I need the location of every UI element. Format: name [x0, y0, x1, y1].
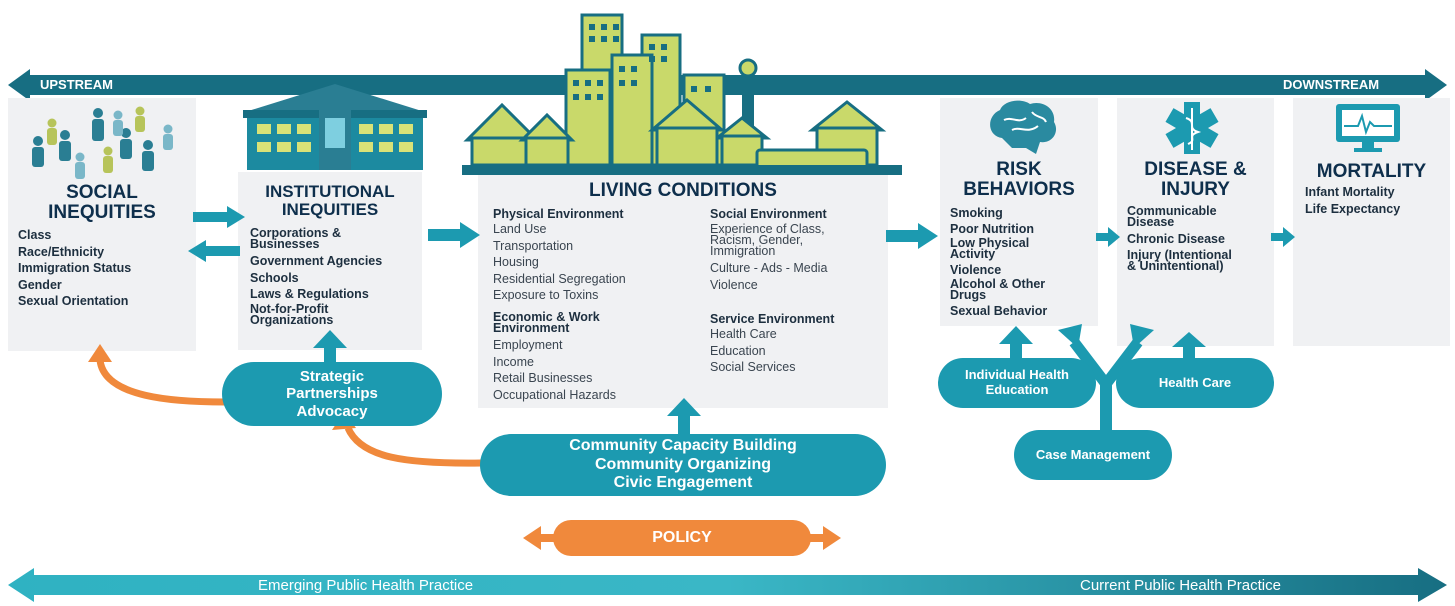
forked-arrow-case-management — [1058, 324, 1154, 442]
arrow-up-to-living — [667, 398, 701, 438]
list-item: Transportation — [493, 238, 574, 253]
list-item: Retail Businesses — [493, 371, 593, 385]
people-icon — [32, 106, 173, 179]
disease-injury-title: DISEASE & INJURY — [1144, 159, 1247, 200]
city-skyline-icon — [462, 13, 902, 175]
list-item: Injury (Intentional & Unintentional) — [1127, 247, 1232, 273]
list-item: Violence — [950, 263, 1002, 277]
list-item: Violence — [710, 277, 758, 292]
list-item: Smoking — [950, 206, 1003, 220]
list-item: Schools — [250, 270, 299, 285]
mortality-list: Infant Mortality Life Expectancy — [1305, 185, 1400, 218]
arrow-up-to-institutional — [313, 330, 347, 366]
list-item: Employment — [493, 338, 563, 352]
list-item: Government Agencies — [250, 254, 383, 268]
list-item: Class — [18, 228, 52, 242]
strategic-partnerships-pill: Strategic Partnerships Advocacy — [222, 362, 442, 426]
section-heading: Service Environment — [710, 312, 835, 326]
brain-icon — [990, 100, 1057, 154]
social-inequities-title: SOCIAL INEQUITIES — [48, 182, 156, 223]
list-item: Poor Nutrition — [950, 222, 1035, 236]
arrow-institutional-to-social — [188, 240, 240, 262]
list-item: Culture - Ads - Media — [710, 261, 828, 275]
orange-arrow-to-social — [88, 344, 226, 406]
economic-environment-list: Economic & Work Environment Employment I… — [493, 310, 616, 403]
policy-pill: POLICY — [553, 520, 811, 556]
social-environment-list: Social Environment Experience of Class, … — [710, 208, 827, 293]
arrow-up-to-risk — [999, 326, 1033, 364]
social-inequities-list: Class Race/Ethnicity Immigration Status … — [18, 228, 131, 311]
list-item: Social Services — [710, 360, 796, 374]
institutional-inequities-panel — [238, 172, 422, 350]
arrow-institutional-to-living — [428, 222, 480, 248]
list-item: Race/Ethnicity — [18, 244, 105, 259]
list-item: Gender — [18, 277, 62, 292]
physical-environment-list: Physical Environment Land Use Transporta… — [493, 208, 626, 304]
list-item: Education — [710, 343, 766, 358]
emerging-practice-label: Emerging Public Health Practice — [258, 577, 474, 594]
living-conditions-panel — [478, 168, 888, 408]
individual-health-education-pill: Individual Health Education — [938, 358, 1096, 408]
arrow-risk-to-disease — [1096, 227, 1120, 247]
arrow-up-to-disease — [1172, 332, 1206, 360]
list-item: Occupational Hazards — [493, 387, 616, 402]
disease-injury-list: Communicable Disease Chronic Disease Inj… — [1127, 204, 1232, 273]
list-item: Life Expectancy — [1305, 201, 1401, 216]
section-heading: Physical Environment — [493, 207, 624, 221]
upstream-label: UPSTREAM — [40, 77, 113, 92]
institutional-inequities-title: INSTITUTIONAL INEQUITIES — [265, 182, 395, 219]
arrow-living-to-risk — [886, 223, 938, 249]
section-heading: Economic & Work Environment — [493, 310, 600, 335]
list-item: Housing — [493, 255, 539, 269]
list-item: Low Physical Activity — [950, 236, 1030, 261]
list-item: Immigration Status — [18, 261, 132, 275]
list-item: Infant Mortality — [1305, 185, 1395, 199]
list-item: Land Use — [493, 222, 547, 236]
service-environment-list: Service Environment Health Care Educatio… — [710, 313, 834, 376]
list-item: Exposure to Toxins — [493, 288, 599, 302]
list-item: Chronic Disease — [1127, 232, 1225, 246]
list-item: Corporations & Businesses — [250, 226, 341, 251]
list-item: Alcohol & Other Drugs — [950, 277, 1046, 302]
risk-behaviors-title: RISK BEHAVIORS — [963, 159, 1075, 200]
list-item: Sexual Behavior — [950, 304, 1048, 318]
mortality-title: MORTALITY — [1316, 161, 1427, 182]
list-item: Residential Segregation — [493, 271, 626, 286]
current-practice-label: Current Public Health Practice — [1080, 577, 1281, 594]
practice-spectrum-arrow — [8, 568, 1447, 602]
arrow-disease-to-mortality — [1271, 227, 1295, 247]
building-icon — [243, 84, 427, 170]
list-item: Laws & Regulations — [250, 287, 369, 301]
list-item: Experience of Class, Racism, Gender, Imm… — [710, 222, 825, 258]
case-management-pill: Case Management — [1014, 430, 1172, 480]
downstream-label: DOWNSTREAM — [1283, 77, 1380, 92]
upstream-downstream-arrow — [8, 69, 1447, 101]
list-item: Income — [493, 354, 534, 369]
arrow-social-to-institutional — [193, 206, 245, 228]
section-heading: Social Environment — [710, 207, 827, 221]
list-item: Health Care — [710, 327, 777, 341]
star-of-life-icon — [1165, 102, 1219, 154]
list-item: Not-for-Profit Organizations — [250, 301, 334, 327]
list-item: Sexual Orientation — [18, 294, 129, 308]
list-item: Communicable Disease — [1127, 204, 1217, 229]
living-conditions-title: LIVING CONDITIONS — [589, 180, 777, 201]
institutional-inequities-list: Corporations & Businesses Government Age… — [250, 226, 383, 327]
risk-behaviors-list: Smoking Poor Nutrition Low Physical Acti… — [950, 206, 1047, 319]
community-capacity-pill: Community Capacity Building Community Or… — [480, 434, 886, 496]
health-care-pill: Health Care — [1116, 358, 1274, 408]
heart-monitor-icon — [1336, 104, 1400, 152]
